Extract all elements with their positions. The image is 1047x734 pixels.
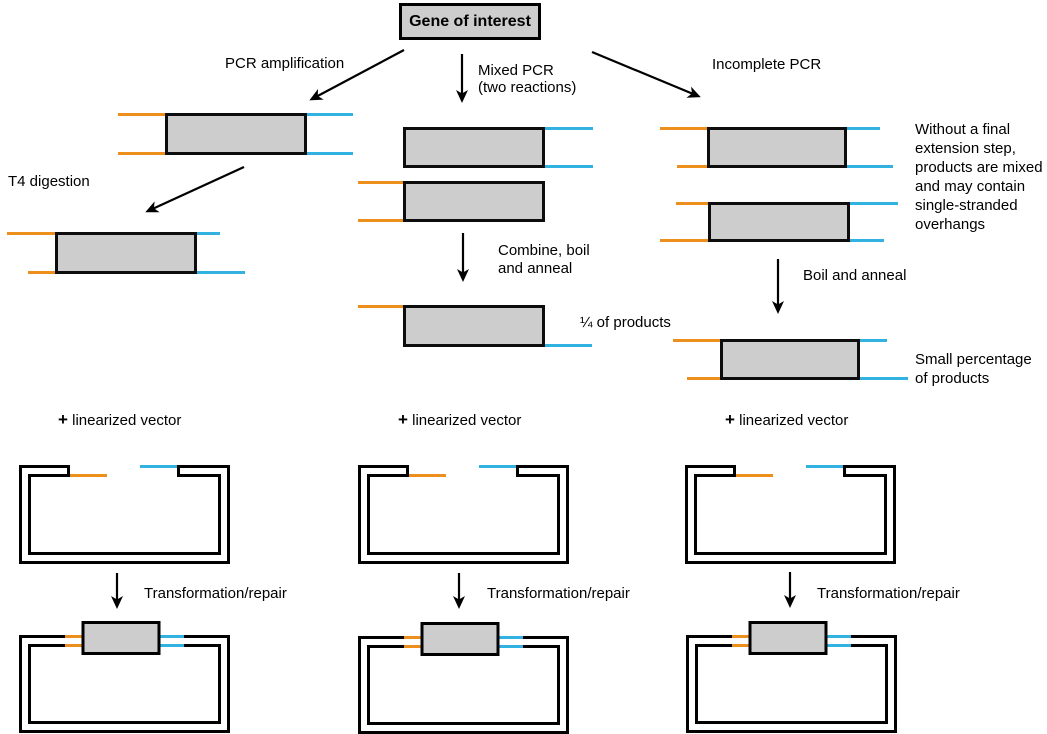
inserted-gene xyxy=(81,621,161,655)
blue-overhang xyxy=(197,232,220,235)
blue-overhang xyxy=(860,377,908,380)
dna-fragment-right-2 xyxy=(708,202,850,242)
dna-fragment-right-1 xyxy=(707,127,847,168)
orange-overhang xyxy=(660,239,708,242)
linearized-vector-middle xyxy=(358,465,569,564)
arrow-gene-to-right xyxy=(591,50,701,98)
blue-overhang xyxy=(307,152,353,155)
label-incomplete-pcr: Incomplete PCR xyxy=(712,56,822,73)
dna-fragment-left-digested xyxy=(55,232,197,274)
inserted-gene xyxy=(748,621,828,655)
blue-overhang xyxy=(847,165,893,168)
label-pcr-amplification: PCR amplification xyxy=(225,55,345,72)
dna-fragment-left-pcr xyxy=(165,113,307,155)
linearized-vector-label: linearized vector xyxy=(72,412,182,429)
label-mixed-pcr-line1: Mixed PCR xyxy=(478,62,554,79)
orange-overhang xyxy=(676,202,708,205)
dna-fragment-mid-annealed xyxy=(403,305,545,347)
linearized-vector-left xyxy=(19,465,230,564)
gene-of-interest-label: Gene of interest xyxy=(409,12,531,30)
dna-fragment-mid-reaction1 xyxy=(403,127,545,168)
blue-overhang xyxy=(545,127,593,130)
label-plus-vector-left: + linearized vector xyxy=(58,411,181,430)
label-plus-vector-middle: + linearized vector xyxy=(398,411,521,430)
label-mixed-pcr-line2: (two reactions) xyxy=(478,79,577,96)
plus-sign: + xyxy=(58,410,68,429)
arrow-t4-digestion xyxy=(145,166,245,213)
plus-sign: + xyxy=(398,410,408,429)
orange-overhang xyxy=(358,181,403,184)
gene-of-interest-box: Gene of interest xyxy=(399,3,541,40)
blue-overhang xyxy=(307,113,353,116)
blue-overhang xyxy=(850,202,898,205)
dna-fragment-right-annealed xyxy=(720,339,860,380)
linearized-vector-label: linearized vector xyxy=(412,412,522,429)
repaired-plasmid-middle xyxy=(358,622,569,734)
label-combine-line1: Combine, boil xyxy=(498,242,590,259)
dna-fragment-mid-reaction2 xyxy=(403,181,545,222)
label-incomplete-note: Without a final extension step, products… xyxy=(915,121,1043,233)
blue-overhang xyxy=(850,239,884,242)
orange-overhang xyxy=(118,113,165,116)
orange-overhang xyxy=(118,152,165,155)
orange-overhang xyxy=(358,219,403,222)
plus-sign: + xyxy=(725,410,735,429)
blue-overhang xyxy=(860,339,887,342)
inserted-gene xyxy=(420,622,500,656)
blue-overhang xyxy=(197,271,245,274)
repaired-plasmid-right xyxy=(686,621,897,733)
orange-overhang xyxy=(7,232,55,235)
label-small-pct-line2: of products xyxy=(915,370,990,387)
linearized-vector-label: linearized vector xyxy=(739,412,849,429)
repaired-plasmid-left xyxy=(19,621,230,733)
orange-overhang xyxy=(687,377,720,380)
blue-overhang xyxy=(545,344,592,347)
blue-overhang xyxy=(545,165,593,168)
label-combine-line2: and anneal xyxy=(498,260,573,277)
label-transform-right: Transformation/repair xyxy=(817,585,960,602)
orange-overhang xyxy=(28,271,55,274)
label-transform-middle: Transformation/repair xyxy=(487,585,630,602)
label-t4-digestion: T4 digestion xyxy=(8,173,90,190)
linearized-vector-right xyxy=(685,465,896,564)
blue-overhang xyxy=(847,127,880,130)
label-plus-vector-right: + linearized vector xyxy=(725,411,848,430)
orange-overhang xyxy=(660,127,707,130)
label-small-pct-line1: Small percentage xyxy=(915,351,1032,368)
label-transform-left: Transformation/repair xyxy=(144,585,287,602)
orange-overhang xyxy=(677,165,707,168)
orange-overhang xyxy=(673,339,720,342)
label-boil-anneal: Boil and anneal xyxy=(803,267,907,284)
arrow-gene-to-left xyxy=(309,49,405,101)
label-quarter-products: ¼ of products xyxy=(580,314,671,331)
orange-overhang xyxy=(358,305,403,308)
